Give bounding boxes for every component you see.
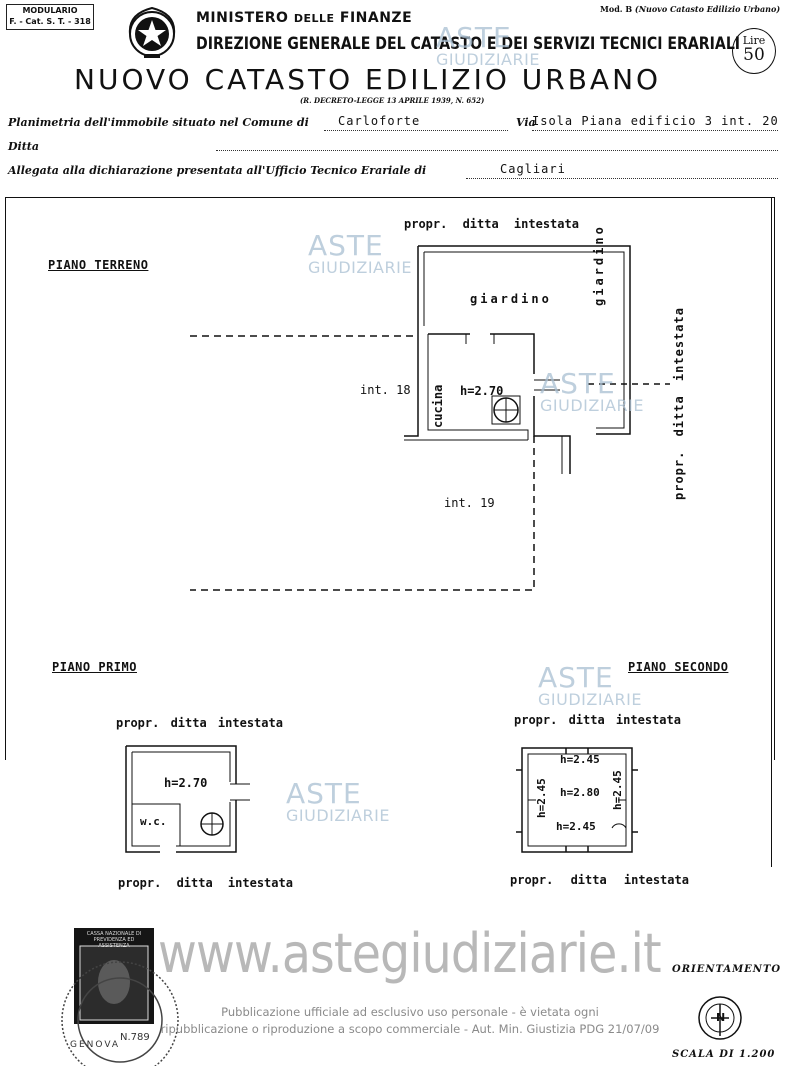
via-label: Via <box>516 116 536 129</box>
scala-label: SCALA DI 1.200 <box>672 1049 776 1060</box>
secondo-h-top: h=2.45 <box>560 753 600 766</box>
watermark-giudiziarie-text: GIUDIZIARIE <box>308 258 412 277</box>
republic-emblem-icon <box>128 6 176 58</box>
via-field: Isola Piana edificio 3 int. 20 <box>532 114 778 131</box>
watermark-aste-3: ASTE GIUDIZIARIE <box>538 664 642 708</box>
secondo-propr-bottom: propr. ditta intestata <box>510 873 689 887</box>
watermark-aste-4: ASTE GIUDIZIARIE <box>286 780 390 824</box>
watermark-giudiziarie-text: GIUDIZIARIE <box>540 396 644 415</box>
ufficio-field: Cagliari <box>466 162 778 179</box>
secondo-h-right: h=2.45 <box>611 770 624 810</box>
int-18-label: int. 18 <box>360 383 411 397</box>
finanze-word: FINANZE <box>339 10 413 26</box>
allegata-label: Allegata alla dichiarazione presentata a… <box>8 164 427 177</box>
planimetria-label: Planimetria dell'immobile situato nel Co… <box>8 116 309 129</box>
secondo-h-center: h=2.80 <box>560 786 600 799</box>
watermark-aste-text: ASTE <box>540 367 616 400</box>
wc-label: w.c. <box>140 815 167 828</box>
compass-letter: N <box>716 1011 726 1024</box>
secondo-h-left: h=2.45 <box>535 778 548 818</box>
piano-terreno-title: PIANO TERRENO <box>48 258 149 272</box>
watermark-giudiziarie-text: GIUDIZIARIE <box>538 690 642 709</box>
lire-label: Lire <box>742 34 766 47</box>
mod-b-note: (Nuovo Catasto Edilizio Urbano) <box>634 4 781 14</box>
watermark-giudiziarie-text: GIUDIZIARIE <box>286 806 390 825</box>
terreno-propr-top: propr. ditta intestata <box>404 217 579 231</box>
ditta-field <box>216 138 778 151</box>
piano-primo-title: PIANO PRIMO <box>52 660 137 674</box>
via-value: Isola Piana edificio 3 int. 20 <box>532 114 779 128</box>
modulario-code: F. - Cat. S. T. - 318 <box>9 17 91 26</box>
giardino-vertical: giardino <box>592 224 606 306</box>
publication-notice: Pubblicazione ufficiale ad esclusivo uso… <box>150 1004 670 1038</box>
comune-field: Carloforte <box>324 114 508 131</box>
piano-secondo-title: PIANO SECONDO <box>628 660 729 674</box>
modulario-label: MODULARIO <box>22 6 78 15</box>
ditta-label: Ditta <box>8 140 40 153</box>
primo-propr-top: propr. ditta intestata <box>116 716 283 730</box>
giardino-horizontal: giardino <box>470 292 552 306</box>
terreno-height: h=2.70 <box>460 384 504 398</box>
publication-notice-2: ripubblicazione o riproduzione a scopo c… <box>160 1022 660 1036</box>
delle-word: DELLE <box>293 12 335 25</box>
orientamento-label: ORIENTAMENTO <box>672 964 782 975</box>
secondo-h-bottom: h=2.45 <box>556 820 596 833</box>
ministero-line: MINISTERO DELLE FINANZE <box>196 10 412 26</box>
site-watermark: www.astegiudiziarie.it <box>158 922 662 985</box>
compass-icon <box>698 996 742 1040</box>
ministero-word: MINISTERO <box>196 10 289 26</box>
mod-b-code: Mod. B <box>600 4 633 14</box>
mod-b-label: Mod. B (Nuovo Catasto Edilizio Urbano) <box>600 4 780 14</box>
primo-propr-bottom: propr. ditta intestata <box>118 876 293 890</box>
primo-height: h=2.70 <box>164 776 208 790</box>
decreto-line: (R. DECRETO-LEGGE 13 APRILE 1939, N. 652… <box>300 96 485 105</box>
publication-notice-1: Pubblicazione ufficiale ad esclusivo uso… <box>221 1005 599 1019</box>
seal-number: N.789 <box>120 1032 150 1043</box>
geometri-seal-icon <box>61 961 179 1066</box>
watermark-giudiziarie-text: GIUDIZIARIE <box>436 50 540 69</box>
stamp-caption: CASSA NAZIONALE DI PREVIDENZA ED ASSISTE… <box>86 931 142 949</box>
int-19-label: int. 19 <box>444 496 495 510</box>
drawing-frame <box>5 197 775 760</box>
terreno-propr-right: propr. ditta intestata <box>672 307 686 500</box>
drawing-frame-right <box>771 197 772 867</box>
cassa-stamp-icon <box>74 928 154 1024</box>
secondo-propr-top: propr. ditta intestata <box>514 713 681 727</box>
lire-value: 50 <box>743 45 765 65</box>
watermark-aste-text: ASTE <box>308 229 384 262</box>
watermark-aste-text: ASTE <box>538 661 614 694</box>
watermark-aste-header: ASTE GIUDIZIARIE <box>436 24 540 68</box>
modulario-box: MODULARIO F. - Cat. S. T. - 318 <box>6 4 94 30</box>
watermark-aste-text: ASTE <box>436 21 512 54</box>
cucina-label: cucina <box>431 384 445 428</box>
watermark-aste-2: ASTE GIUDIZIARIE <box>540 370 644 414</box>
lire-stamp: Lire 50 <box>732 28 776 74</box>
direzione-line: DIREZIONE GENERALE DEL CATASTO E DEI SER… <box>196 34 741 54</box>
document-title: NUOVO CATASTO EDILIZIO URBANO <box>74 63 662 96</box>
watermark-aste-1: ASTE GIUDIZIARIE <box>308 232 412 276</box>
seal-bottom-text: GENOVA <box>70 1040 121 1050</box>
ufficio-value: Cagliari <box>500 162 566 176</box>
watermark-aste-text: ASTE <box>286 777 362 810</box>
comune-value: Carloforte <box>338 114 421 128</box>
